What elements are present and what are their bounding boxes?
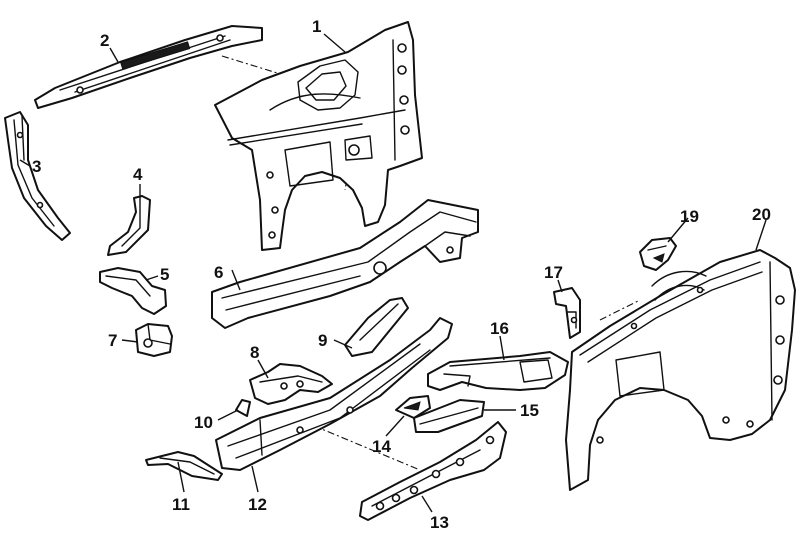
part-9-bracket <box>344 297 409 357</box>
part-5-reinforcement <box>99 267 167 315</box>
part-19-top-mount <box>639 237 677 271</box>
callout-1: 1 <box>312 17 321 36</box>
part-13-side-member <box>359 421 507 521</box>
assembly-line-2-1 <box>221 55 301 81</box>
part-4-bracket <box>107 195 151 256</box>
part-1-wheelhouse-panel <box>214 21 423 251</box>
part-17-bracket <box>553 287 581 339</box>
callout-7: 7 <box>108 331 117 350</box>
callout-2: 2 <box>100 31 109 50</box>
part-14-gusset <box>395 395 431 419</box>
part-3-pillar-inner <box>4 111 71 241</box>
callout-4: 4 <box>133 165 143 184</box>
callout-6: 6 <box>214 263 223 282</box>
part-12-frame-rail <box>215 317 453 471</box>
callout-9: 9 <box>318 331 327 350</box>
part-20-wheelhouse-outer <box>565 249 796 491</box>
callout-17: 17 <box>544 263 563 282</box>
part-10-clip <box>235 399 251 417</box>
callout-10: 10 <box>194 413 213 432</box>
callout-14: 14 <box>372 437 391 456</box>
leader-lines <box>19 33 767 513</box>
part-8-mount <box>249 363 333 405</box>
callout-labels: 1 2 3 4 5 6 7 8 9 10 11 12 13 14 15 16 1… <box>32 17 771 532</box>
callout-11: 11 <box>172 495 190 514</box>
callout-3: 3 <box>32 157 41 176</box>
callout-16: 16 <box>490 319 509 338</box>
callout-5: 5 <box>160 265 169 284</box>
callout-15: 15 <box>520 401 539 420</box>
part-7-block <box>135 323 173 357</box>
part-6-lower-rail <box>211 199 479 329</box>
callout-19: 19 <box>680 207 699 226</box>
part-11-lower-plate <box>145 451 223 481</box>
callout-13: 13 <box>430 513 449 532</box>
callout-12: 12 <box>248 495 267 514</box>
callout-8: 8 <box>250 343 259 362</box>
part-15-brace <box>413 399 485 433</box>
part-2-upper-rail <box>34 25 263 109</box>
callout-20: 20 <box>752 205 771 224</box>
part-16-tray <box>427 351 569 391</box>
